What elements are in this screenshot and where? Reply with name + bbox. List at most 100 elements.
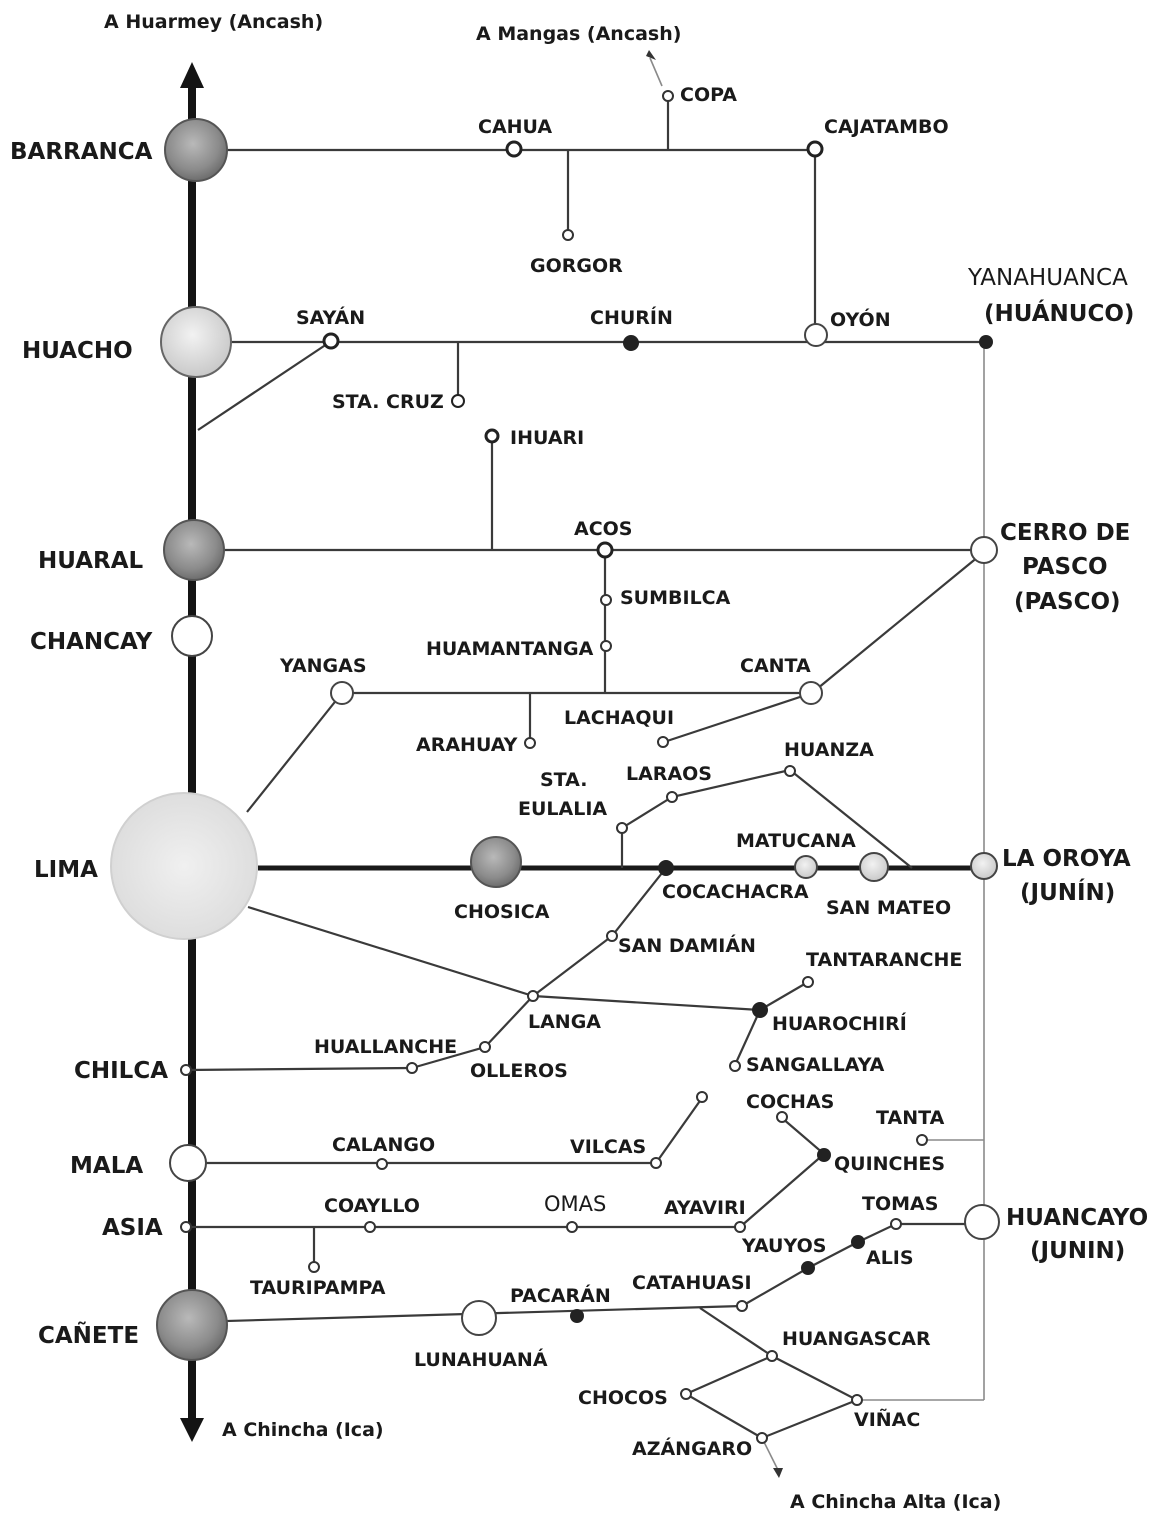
lima-label: LIMA (34, 857, 98, 883)
canete-label: CAÑETE (38, 1321, 139, 1349)
copa-label: COPA (680, 84, 737, 106)
cerro-de-label: CERRO DE (1000, 520, 1130, 546)
pasco-region-label: (PASCO) (1014, 589, 1121, 615)
cochas-north-node (696, 1091, 708, 1103)
huallanche-label: HUALLANCHE (314, 1036, 457, 1058)
asia-label: ASIA (102, 1215, 163, 1241)
la-oroya-region-label: (JUNÍN) (1020, 878, 1115, 906)
huancayo-node (964, 1204, 1000, 1240)
tantaranche-node (802, 976, 814, 988)
san-mateo-node (859, 852, 889, 882)
road-chilca-huallanche (185, 1066, 413, 1072)
olleros-label: OLLEROS (470, 1060, 568, 1082)
calango-node (376, 1158, 388, 1170)
huacho-label: HUACHO (22, 338, 133, 364)
huamantanga-node (600, 640, 612, 652)
tanta-node (916, 1134, 928, 1146)
oyon-label: OYÓN (830, 307, 891, 331)
sayan-node (322, 332, 340, 350)
vinac-node (851, 1394, 863, 1406)
yauyos-node (801, 1261, 815, 1275)
canta-label: CANTA (740, 655, 811, 677)
sta-cruz-node (451, 394, 465, 408)
langa-node (527, 990, 539, 1002)
matucana-label: MATUCANA (736, 830, 856, 852)
south-direction-label: A Chincha (Ica) (222, 1419, 384, 1441)
road-cocachacra-langa (532, 867, 667, 997)
chosica-node (470, 836, 522, 888)
yauyos-label: YAUYOS (741, 1235, 826, 1257)
la-oroya-node (970, 852, 998, 880)
lunahuana-label: LUNAHUANÁ (414, 1348, 548, 1371)
cajatambo-label: CAJATAMBO (824, 116, 949, 138)
ayaviri-label: AYAVIRI (664, 1197, 746, 1219)
san-mateo-label: SAN MATEO (826, 897, 951, 919)
cocachacra-label: COCACHACRA (662, 881, 809, 903)
huaral-label: HUARAL (38, 548, 144, 574)
tomas-label: TOMAS (862, 1193, 938, 1215)
quinches-node (817, 1148, 831, 1162)
gorgor-node (562, 229, 574, 241)
chancay-node (171, 615, 213, 657)
alis-label: ALIS (866, 1247, 914, 1269)
yanahuanca-region-label: (HUÁNUCO) (984, 299, 1134, 327)
chancay-label: CHANCAY (30, 629, 153, 655)
huanza-node (784, 765, 796, 777)
cahua-label: CAHUA (478, 116, 552, 138)
coayllo-node (364, 1221, 376, 1233)
gorgor-label: GORGOR (530, 255, 623, 277)
langa-label: LANGA (528, 1011, 601, 1033)
canta-node (799, 681, 823, 705)
chilca-node (180, 1064, 192, 1076)
huacho-node (160, 306, 232, 378)
huarochiri-label: HUAROCHIRÍ (772, 1012, 907, 1035)
vinac-label: VIÑAC (854, 1407, 920, 1431)
chocos-label: CHOCOS (578, 1387, 668, 1409)
omas-label: OMAS (544, 1192, 606, 1216)
pacaran-node (570, 1309, 584, 1323)
chilca-label: CHILCA (74, 1058, 168, 1084)
huamantanga-label: HUAMANTANGA (426, 638, 594, 660)
lachaqui-label: LACHAQUI (564, 707, 674, 729)
road-catahuasi-tomas (741, 1223, 897, 1307)
azangaro-node (756, 1432, 768, 1444)
oyon-node (804, 323, 828, 347)
cahua-node (505, 140, 523, 158)
road-lima-yangas (246, 692, 343, 813)
canete-node (156, 1289, 228, 1361)
cochas-label: COCHAS (746, 1091, 834, 1113)
north-direction-label: A Huarmey (Ancash) (104, 11, 323, 33)
road-vilcas-north (655, 1097, 703, 1164)
arahuay-label: ARAHUAY (416, 734, 518, 756)
cajatambo-node (806, 140, 824, 158)
sta-cruz-label: STA. CRUZ (332, 391, 444, 413)
vilcas-node (650, 1157, 662, 1169)
san-damian-node (606, 930, 618, 942)
azangaro-label: AZÁNGARO (632, 1437, 752, 1460)
road-sangallaya (733, 1009, 762, 1066)
road-lachaqui (663, 691, 813, 744)
chocos-node (680, 1388, 692, 1400)
copa-node (662, 90, 674, 102)
mangas-arrow-icon (646, 50, 656, 60)
chincha-alta-arrow-icon (773, 1468, 783, 1478)
labels: A Huarmey (Ancash) A Mangas (Ancash) A C… (10, 11, 1148, 1513)
huangascar-label: HUANGASCAR (782, 1328, 931, 1350)
chincha-alta-direction-label: A Chincha Alta (Ica) (790, 1491, 1001, 1513)
sta-eulalia-node (616, 822, 628, 834)
tanta-label: TANTA (876, 1107, 945, 1129)
mala-node (169, 1144, 207, 1182)
lunahuana-node (461, 1300, 497, 1336)
ihuari-label: IHUARI (510, 427, 584, 449)
huallanche-node (406, 1062, 418, 1074)
tomas-node (890, 1218, 902, 1230)
asia-node (180, 1221, 192, 1233)
pacaran-label: PACARÁN (510, 1284, 611, 1307)
la-oroya-label: LA OROYA (1002, 846, 1131, 872)
sayan-label: SAYÁN (296, 306, 365, 329)
huaral-node (163, 519, 225, 581)
ayaviri-node (734, 1221, 746, 1233)
alis-node (851, 1235, 865, 1249)
north-arrow-icon (180, 62, 204, 88)
